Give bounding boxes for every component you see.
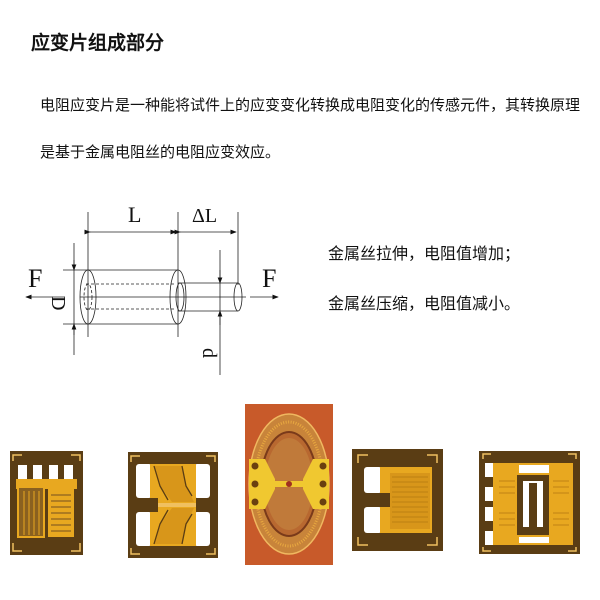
circular-diaphragm-strain-gauge-image <box>245 404 333 565</box>
diameter-original-label: D <box>47 296 69 310</box>
note-stretch: 金属丝拉伸，电阻值增加； <box>328 244 521 263</box>
length-label: L <box>128 202 141 227</box>
wire-strain-diagram: L ΔL F F D d <box>25 202 279 375</box>
diameter-stretched-label: d <box>198 348 220 358</box>
intro-paragraph-line-2: 是基于金属电阻丝的电阻应变效应。 <box>40 143 281 161</box>
dual-grid-strain-gauge-image <box>10 451 83 555</box>
single-grid-strain-gauge-image <box>352 449 443 551</box>
force-left-label: F <box>28 264 42 293</box>
force-right-label: F <box>262 264 276 293</box>
multi-grid-strain-gauge-image <box>479 451 580 554</box>
note-compress: 金属丝压缩，电阻值减小。 <box>328 294 521 313</box>
intro-paragraph-line-1: 电阻应变片是一种能将试件上的应变变化转换成电阻变化的传感元件，其转换原理 <box>40 96 581 114</box>
delta-length-label: ΔL <box>192 205 217 227</box>
chevron-shear-strain-gauge-image <box>128 452 218 558</box>
page-title: 应变片组成部分 <box>31 32 165 54</box>
